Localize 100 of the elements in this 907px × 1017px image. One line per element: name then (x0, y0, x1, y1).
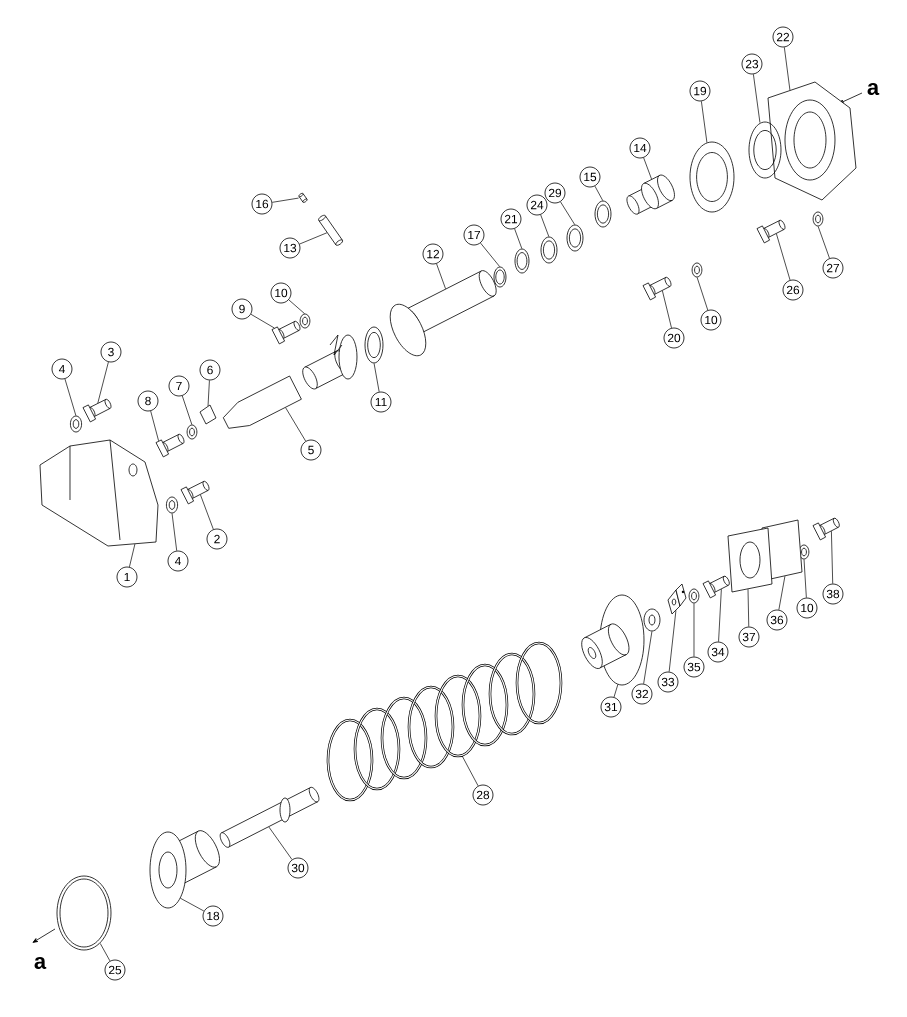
callout-number: 18 (202, 905, 224, 927)
leader-line (613, 684, 619, 698)
callout-number: 37 (738, 626, 760, 648)
flange (149, 830, 220, 909)
callout-number: 10 (700, 309, 722, 331)
washer (70, 415, 82, 433)
disk (581, 594, 645, 686)
view-label: a (34, 957, 47, 969)
callout-number: 10 (270, 282, 292, 304)
callout-number: 35 (683, 656, 705, 678)
callout-number: 3 (100, 341, 122, 363)
callout-number: 31 (600, 696, 622, 718)
bolt (155, 433, 185, 458)
leader-line (299, 232, 328, 245)
callout-number: 4 (51, 358, 73, 380)
washer (812, 211, 824, 227)
callout-number: 24 (526, 194, 548, 216)
callout-number: 34 (707, 641, 729, 663)
spring (326, 641, 563, 802)
callout-number: 10 (796, 597, 818, 619)
callout-number: 29 (544, 182, 566, 204)
washer (186, 424, 198, 440)
leader-line (817, 226, 830, 259)
rod (219, 786, 320, 848)
ring (566, 224, 584, 252)
leader-line (288, 299, 305, 314)
bolt (702, 575, 730, 599)
leader-line (480, 242, 501, 267)
leader-line (373, 363, 380, 393)
seal-ring (748, 121, 782, 179)
callout-number: 38 (822, 583, 844, 605)
leader-line (250, 313, 275, 329)
leader-line (560, 201, 576, 225)
leader-line (97, 361, 109, 404)
callout-number: 5 (300, 439, 322, 461)
bushing (626, 174, 675, 215)
callout-number: 13 (279, 237, 301, 259)
leader-line (778, 575, 786, 611)
leader-line (180, 897, 205, 912)
callout-number: 28 (472, 784, 494, 806)
callout-number: 19 (689, 80, 711, 102)
callout-number: 33 (657, 671, 679, 693)
callout-number: 17 (463, 224, 485, 246)
ring (594, 200, 612, 228)
leader-line (693, 603, 695, 657)
leader-line (171, 513, 178, 552)
ring (540, 236, 558, 264)
cover (39, 439, 159, 547)
leader-line (784, 46, 791, 91)
nut (643, 608, 661, 632)
leader-line (271, 197, 299, 203)
callout-number: 14 (629, 137, 651, 159)
clip (667, 583, 687, 615)
bolt (756, 219, 786, 244)
leader-line (718, 588, 722, 642)
leader-line (753, 73, 761, 123)
tube (222, 375, 302, 429)
leader-line (150, 410, 159, 442)
leader-line (514, 228, 523, 249)
callout-number: 6 (199, 359, 221, 381)
leader-line (540, 214, 550, 237)
callout-number: 2 (206, 528, 228, 550)
leader-line (436, 263, 446, 290)
leader-line (129, 543, 136, 568)
gasket (689, 141, 735, 213)
callout-number: 26 (782, 279, 804, 301)
washer (691, 262, 703, 278)
callout-number: 27 (822, 257, 844, 279)
callout-number: 16 (251, 193, 273, 215)
callout-number: 4 (167, 550, 189, 572)
leader-line (747, 588, 750, 627)
leader-line (285, 407, 306, 442)
callout-number: 8 (137, 390, 159, 412)
housing (767, 81, 857, 201)
leader-line (803, 559, 807, 598)
bolt (82, 398, 112, 423)
leader-line (268, 826, 293, 860)
leader-line (776, 233, 791, 281)
leader-line (64, 378, 77, 416)
leader-line (181, 395, 193, 425)
leader-line (831, 530, 834, 584)
bolt (642, 276, 672, 301)
cap (298, 192, 308, 203)
o-ring (364, 326, 384, 364)
gasket (727, 527, 773, 593)
leader-line (696, 277, 709, 311)
leader-line (99, 943, 111, 962)
bolt (180, 480, 210, 505)
callout-number: 20 (663, 327, 685, 349)
bolt (271, 320, 301, 345)
callout-number: 22 (772, 26, 794, 48)
callout-number: 32 (631, 683, 653, 705)
washer (688, 588, 700, 604)
leader-line (207, 380, 210, 407)
o-ring (56, 875, 112, 951)
callout-number: 21 (500, 208, 522, 230)
callout-number: 36 (766, 609, 788, 631)
leader-line (200, 494, 214, 530)
tube (389, 270, 497, 357)
washer (299, 313, 311, 329)
